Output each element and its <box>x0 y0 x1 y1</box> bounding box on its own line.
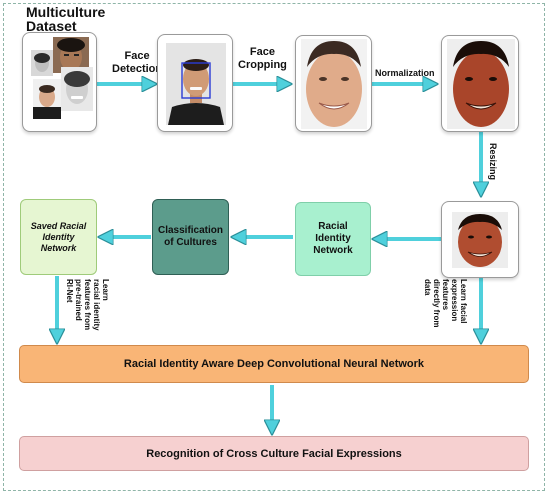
detected-face-photo <box>166 43 226 125</box>
cropped-card <box>295 35 372 132</box>
right-feature-note: Learn facial expression features directl… <box>423 279 468 328</box>
resized-card <box>441 201 519 278</box>
diagram-frame <box>3 3 545 491</box>
deep-cnn-bar: Racial Identity Aware Deep Convolutional… <box>19 345 529 383</box>
face-photo-3 <box>33 79 61 119</box>
saved-network-node: Saved Racial Identity Network <box>20 199 97 275</box>
face-detection-label: Face Detection <box>112 50 163 75</box>
cropped-face-photo <box>301 39 367 129</box>
normalization-label: Normalization <box>375 68 435 78</box>
left-feature-note: Learn racial identity features from pre-… <box>65 279 110 331</box>
face-photo-4 <box>61 67 93 111</box>
face-photo-1 <box>31 50 53 76</box>
resized-face-photo <box>452 212 508 268</box>
normalized-card <box>441 35 519 132</box>
normalized-face-photo <box>447 39 515 129</box>
classification-node: Classification of Cultures <box>152 199 229 275</box>
racial-identity-network-node: Racial Identity Network <box>295 202 371 276</box>
detection-card <box>157 34 233 132</box>
resizing-label: Resizing <box>488 143 498 181</box>
face-cropping-label: Face Cropping <box>238 46 287 71</box>
recognition-bar: Recognition of Cross Culture Facial Expr… <box>19 436 529 471</box>
dataset-card <box>22 32 97 132</box>
dataset-title: Multiculture Dataset <box>26 4 106 34</box>
